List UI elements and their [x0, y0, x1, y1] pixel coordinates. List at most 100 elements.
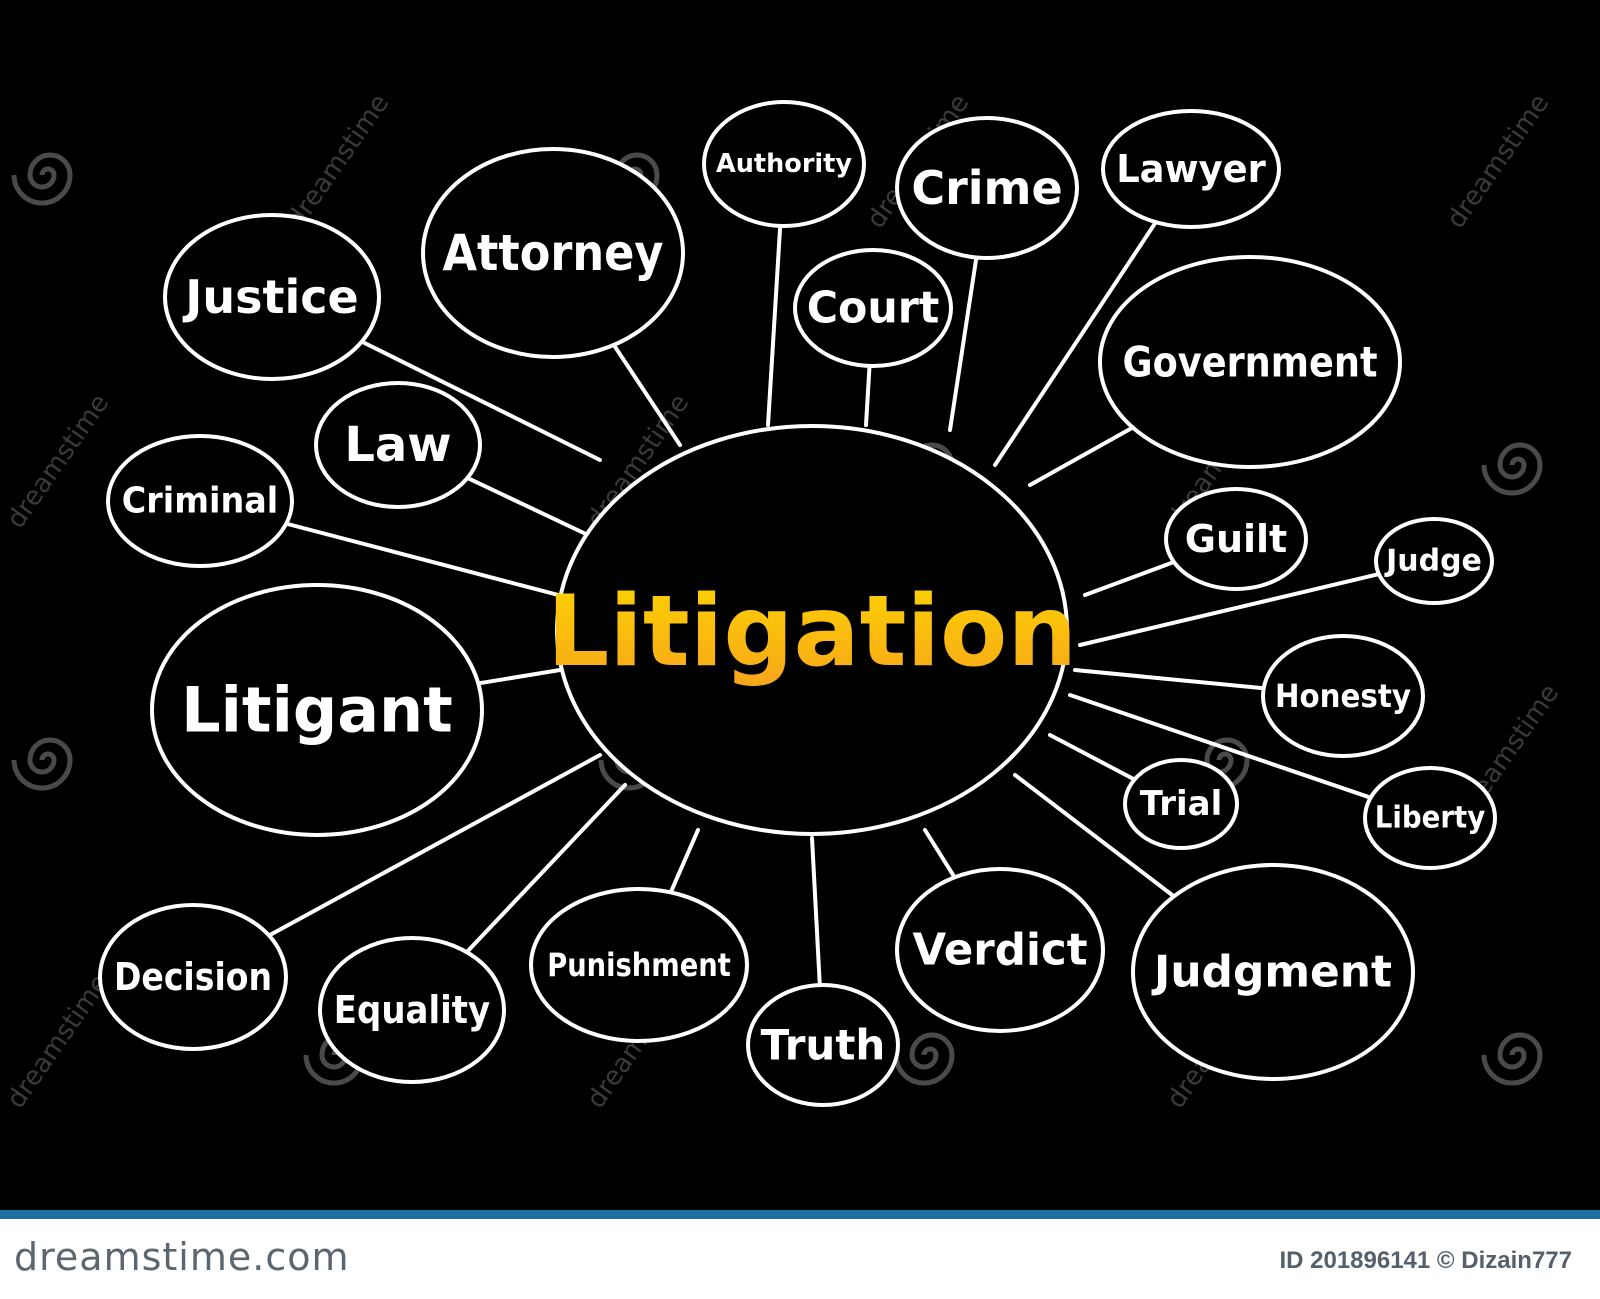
topic-justice: Justice: [163, 213, 381, 381]
watermark-spiral-icon: [1481, 1032, 1543, 1086]
topic-label-judgment: Judgment: [1151, 947, 1392, 998]
topic-label-justice: Justice: [182, 270, 358, 324]
connector-court: [864, 363, 872, 427]
topic-bubble-liberty: [1363, 766, 1497, 870]
topic-bubble-guilt: [1164, 487, 1308, 591]
topic-attorney: Attorney: [421, 147, 685, 359]
topic-verdict: Verdict: [895, 867, 1105, 1033]
topic-trial: Trial: [1123, 758, 1239, 850]
topic-truth: Truth: [746, 983, 900, 1107]
central-topic-bubble: [555, 424, 1069, 836]
topic-lawyer: Lawyer: [1101, 109, 1281, 229]
topic-punishment: Punishment: [529, 887, 749, 1043]
topic-government: Government: [1098, 255, 1402, 469]
topic-bubbles: Justice Attorney Authority Crime LawyerCourt…: [98, 100, 1497, 1107]
topic-label-lawyer: Lawyer: [1116, 147, 1266, 191]
topic-guilt: Guilt: [1164, 487, 1308, 591]
topic-bubble-criminal: [106, 434, 294, 568]
connector-justice: [359, 339, 602, 462]
connector-crime: [948, 255, 979, 432]
topic-bubble-court: [793, 248, 953, 368]
connector-decision: [267, 753, 602, 938]
topic-label-judge: Judge: [1384, 544, 1482, 579]
topic-bubble-litigant: [150, 583, 484, 837]
topic-bubble-government: [1098, 255, 1402, 469]
topic-label-trial: Trial: [1140, 784, 1222, 824]
connector-litigant: [476, 668, 562, 686]
topic-bubble-punishment: [529, 887, 749, 1043]
topic-bubble-lawyer: [1101, 109, 1281, 229]
watermark-text: dreamstime: [1, 969, 115, 1114]
watermark-text: dreamstime: [1441, 89, 1555, 234]
connector-judge: [1078, 572, 1381, 647]
topic-label-truth: Truth: [761, 1021, 886, 1070]
watermark-text: dreamstime: [281, 89, 395, 234]
connector-trial: [1048, 733, 1137, 782]
footer-bar: dreamstime.com ID 201896141 © Dizain777: [0, 1210, 1600, 1299]
topic-bubble-crime: [895, 116, 1079, 260]
mind-map: dreamstime dreamstime dreamstime dreamstime…: [1, 89, 1565, 1114]
central-topic-label: Litigation: [547, 575, 1077, 689]
connector-lawyer: [993, 220, 1158, 467]
watermark-text: dreamstime: [1, 389, 115, 534]
topic-label-guilt: Guilt: [1185, 517, 1287, 561]
watermark-spiral-icon: [1481, 442, 1543, 496]
topic-label-crime: Crime: [911, 161, 1062, 215]
topic-label-litigant: Litigant: [181, 674, 453, 747]
topic-label-attorney: Attorney: [443, 224, 664, 282]
connector-criminal: [284, 521, 568, 599]
topic-decision: Decision: [98, 903, 288, 1051]
topic-bubble-truth: [746, 983, 900, 1107]
topic-court: Court: [793, 248, 953, 368]
connector-honesty: [1073, 668, 1266, 691]
connector-liberty: [1068, 693, 1373, 800]
topic-bubble-judge: [1374, 517, 1494, 605]
topic-judge: Judge: [1374, 517, 1494, 605]
topic-litigant: Litigant: [150, 583, 484, 837]
watermark-spiral-icon: [893, 1032, 955, 1086]
central-topic: Litigation: [547, 424, 1077, 836]
connector-verdict: [923, 828, 957, 880]
topic-label-punishment: Punishment: [547, 946, 731, 984]
topic-criminal: Criminal: [106, 434, 294, 568]
topic-liberty: Liberty: [1363, 766, 1497, 870]
connector-truth: [810, 836, 822, 988]
topic-label-government: Government: [1123, 338, 1378, 387]
topic-honesty: Honesty: [1261, 634, 1425, 758]
topic-label-criminal: Criminal: [122, 481, 278, 522]
topic-bubble-justice: [163, 213, 381, 381]
topic-law: Law: [314, 381, 482, 509]
topic-bubble-authority: [702, 100, 866, 228]
topic-label-honesty: Honesty: [1275, 677, 1411, 715]
topic-bubble-honesty: [1261, 634, 1425, 758]
connector-authority: [766, 223, 783, 427]
connector-judgment: [1013, 773, 1176, 899]
topic-label-liberty: Liberty: [1375, 801, 1486, 836]
connector-equality: [464, 783, 627, 955]
topic-label-law: Law: [344, 417, 451, 473]
topic-bubble-verdict: [895, 867, 1105, 1033]
footer-brand-logo[interactable]: dreamstime.com: [14, 1235, 350, 1279]
mind-map-canvas: dreamstime dreamstime dreamstime dreamstime…: [1, 89, 1565, 1114]
footer-image-id: ID 201896141 © Dizain777: [1279, 1247, 1572, 1274]
connector-attorney: [611, 342, 682, 447]
topic-equality: Equality: [318, 936, 506, 1084]
topic-crime: Crime: [895, 116, 1079, 260]
topic-bubble-law: [314, 381, 482, 509]
topic-bubble-trial: [1123, 758, 1239, 850]
topic-label-court: Court: [807, 283, 940, 334]
watermark-spiral-icon: [11, 152, 73, 206]
connector-lines: [267, 220, 1381, 988]
topic-label-verdict: Verdict: [912, 925, 1087, 976]
connector-punishment: [668, 828, 700, 895]
topic-judgment: Judgment: [1131, 863, 1415, 1081]
topic-label-authority: Authority: [716, 149, 852, 179]
watermark-spiral-icon: [11, 737, 73, 791]
topic-label-equality: Equality: [334, 988, 491, 1032]
connector-guilt: [1083, 560, 1176, 597]
topic-label-decision: Decision: [114, 955, 272, 999]
topic-bubble-decision: [98, 903, 288, 1051]
topic-authority: Authority: [702, 100, 866, 228]
topic-bubble-equality: [318, 936, 506, 1084]
connector-law: [465, 475, 590, 537]
